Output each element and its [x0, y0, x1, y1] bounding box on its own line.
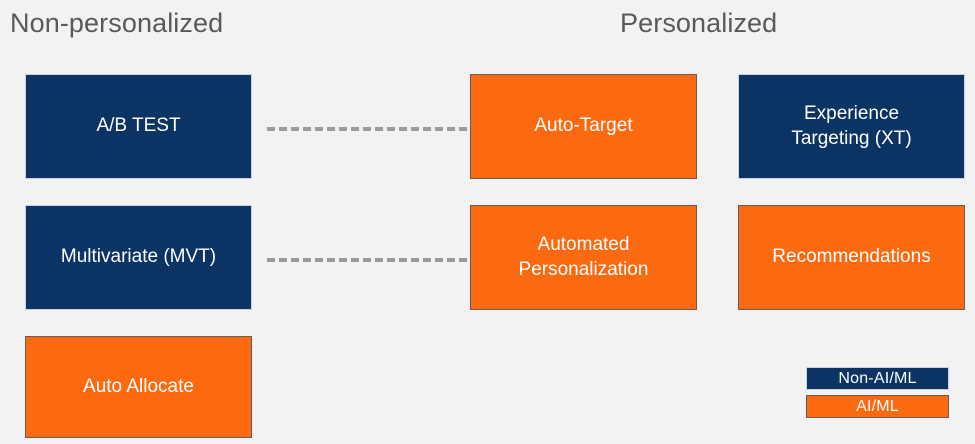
box-experience-targeting-label: Experience Targeting (XT)	[791, 103, 912, 149]
legend-item-non-ai-ml: Non-AI/ML	[806, 367, 949, 390]
box-experience-targeting[interactable]: Experience Targeting (XT)	[738, 74, 965, 179]
box-ab-test-label: A/B TEST	[96, 115, 181, 137]
legend: Non-AI/ML AI/ML	[806, 367, 949, 418]
box-automated-personalization[interactable]: Automated Personalization	[470, 205, 697, 310]
box-recommendations-label: Recommendations	[772, 246, 931, 268]
legend-item-ai-ml-label: AI/ML	[856, 397, 899, 415]
legend-item-non-ai-ml-label: Non-AI/ML	[838, 369, 917, 387]
box-auto-allocate-label: Auto Allocate	[83, 375, 194, 397]
connector-multivariate-to-automated-personalization	[267, 258, 467, 262]
heading-non-personalized: Non-personalized	[10, 8, 224, 38]
connector-ab-test-to-auto-target	[267, 127, 467, 131]
box-ab-test[interactable]: A/B TEST	[25, 74, 252, 179]
heading-personalized: Personalized	[620, 8, 778, 38]
box-auto-allocate[interactable]: Auto Allocate	[25, 336, 252, 438]
legend-item-ai-ml: AI/ML	[806, 395, 949, 418]
box-auto-target-label: Auto-Target	[534, 115, 633, 137]
box-multivariate[interactable]: Multivariate (MVT)	[25, 205, 252, 310]
box-recommendations[interactable]: Recommendations	[738, 205, 965, 310]
box-automated-personalization-label: Automated Personalization	[518, 234, 649, 280]
box-multivariate-label: Multivariate (MVT)	[60, 246, 217, 268]
box-auto-target[interactable]: Auto-Target	[470, 74, 697, 179]
